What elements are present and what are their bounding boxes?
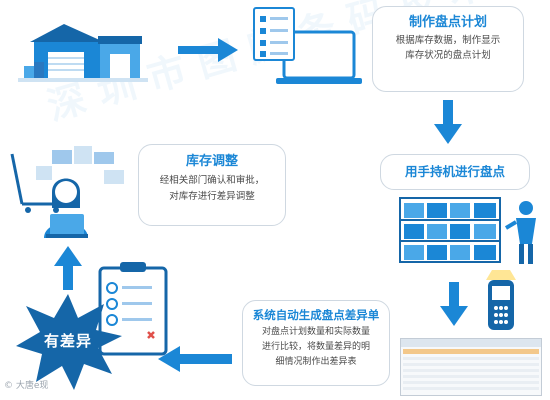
step-scan-bubble: 用手持机进行盘点	[380, 154, 530, 190]
spreadsheet-row	[403, 363, 539, 366]
variance-badge-text: 有差异	[43, 332, 92, 350]
variance-badge: 有差异	[12, 290, 124, 392]
step-adjust-line-1: 经相关部门确认和审批，	[159, 175, 265, 186]
step-report-line-3: 细情况制作出差异表	[275, 357, 357, 367]
step-plan-line-2: 库存状况的盘点计划	[405, 50, 491, 61]
spreadsheet-highlight	[403, 349, 539, 354]
handheld-scanner-icon	[486, 270, 516, 330]
step-plan-bubble: 制作盘点计划 根据库存数据，制作显示 库存状况的盘点计划	[372, 6, 524, 92]
spreadsheet-row	[403, 375, 539, 378]
spreadsheet-row	[403, 369, 539, 372]
step-plan-title: 制作盘点计划	[408, 15, 487, 30]
spreadsheet-row	[403, 387, 539, 390]
arrow-right-icon	[178, 38, 238, 62]
arrow-down-icon	[440, 282, 468, 326]
step-adjust-bubble: 库存调整 经相关部门确认和审批， 对库存进行差异调整	[138, 144, 286, 226]
step-report-line-1: 对盘点计划数量和实际数量	[261, 327, 370, 337]
image-credit: © 大唐e现	[4, 381, 49, 391]
step-scan-title: 用手持机进行盘点	[404, 164, 505, 179]
step-report-line-2: 进行比较，将数量差异的明	[261, 342, 370, 352]
warehouse-shelf-worker-icon	[399, 197, 536, 264]
operator-computer-icon	[10, 146, 124, 238]
arrow-down-icon	[434, 100, 462, 144]
step-report-bubble: 系统自动生成盘点差异单 对盘点计划数量和实际数量 进行比较，将数量差异的明 细情…	[242, 300, 390, 386]
spreadsheet-row	[403, 357, 539, 360]
laptop-checklist-icon	[253, 7, 362, 84]
starburst-icon	[16, 294, 122, 390]
step-plan-line-1: 根据库存数据，制作显示	[395, 35, 501, 46]
warehouse-icon	[18, 24, 148, 82]
step-adjust-title: 库存调整	[185, 154, 238, 169]
arrow-up-icon	[54, 246, 82, 290]
step-adjust-line-2: 对库存进行差异调整	[169, 191, 255, 202]
variance-spreadsheet-icon	[400, 338, 542, 396]
spreadsheet-toolbar	[401, 339, 541, 347]
arrow-left-icon	[158, 346, 232, 372]
spreadsheet-row	[403, 381, 539, 384]
step-report-title: 系统自动生成盘点差异单	[252, 308, 380, 322]
